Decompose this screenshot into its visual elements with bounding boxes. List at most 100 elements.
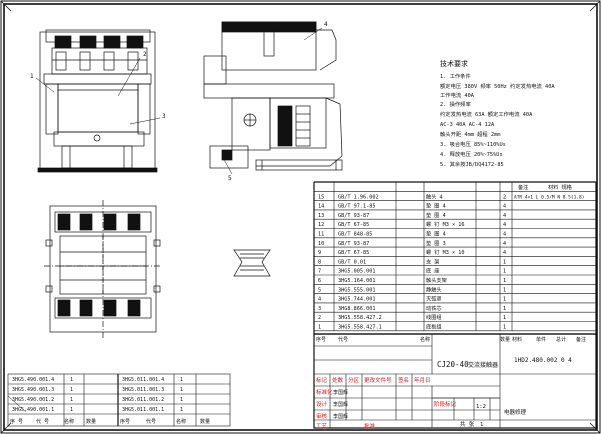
- title-red-label: 审核: [316, 412, 328, 420]
- parts-row-no: 8: [318, 259, 321, 265]
- left-table-footer: 名称: [64, 418, 74, 425]
- parts-footer-col: 总计: [556, 336, 566, 343]
- title-red-label: 分区: [348, 376, 360, 384]
- parts-row-name: 线圈组: [426, 313, 442, 321]
- parts-row-name: 垫 圈 4: [426, 202, 446, 210]
- parts-row-name: 底板组: [426, 323, 442, 331]
- balloon-5: 5: [228, 175, 232, 182]
- parts-row-name: 触头支架: [426, 276, 447, 284]
- left-table-footer: 代 号: [36, 418, 49, 425]
- scale-value: 1:2: [476, 404, 486, 410]
- product-desc: 交流接触器: [468, 361, 498, 369]
- parts-row-code: GB/T 67-85: [338, 222, 369, 228]
- parts-row-qty: 4: [503, 222, 506, 228]
- parts-row-name: 支 架: [426, 257, 440, 265]
- parts-row-qty: 1: [503, 297, 506, 303]
- parts-footer-col: 名称: [420, 336, 430, 343]
- left-table-qty: 1: [70, 407, 73, 413]
- parts-row-qty: 4: [503, 241, 506, 247]
- left-table-qty: 1: [180, 377, 183, 383]
- technical-notes: 技术要求 1. 工作条件 额定电压 380V 频率 50Hz 约定发热电流 40…: [440, 59, 555, 168]
- title-red-label: 标准化: [316, 388, 333, 396]
- parts-row-name: 触头 4: [426, 192, 443, 200]
- parts-row-name: 垫 圈 4: [426, 211, 446, 219]
- parts-row-no: 7: [318, 269, 321, 275]
- corner-mark-tr: [589, 0, 601, 12]
- left-table-code: 3HG5.011.001.2: [122, 397, 164, 403]
- note-line-5: 约定发热电流 63A 额定工作电流 40A: [440, 110, 533, 118]
- left-table-footer: 代号: [146, 418, 156, 425]
- sheet-number: 1: [480, 422, 483, 428]
- parts-row-qty: 1: [503, 287, 506, 293]
- parts-row-no: 4: [318, 297, 321, 303]
- left-table-qty: 1: [70, 387, 73, 393]
- parts-row-no: 2: [318, 315, 321, 321]
- left-table-code: 3HG5.011.001.3: [122, 387, 164, 393]
- parts-row-code: GB/T 93-87: [338, 241, 369, 247]
- title-name: 李国辉: [333, 413, 348, 420]
- note-line-4: 2. 操作频率: [440, 100, 471, 108]
- parts-row-code: 3HG5.005.001: [338, 269, 375, 275]
- title-red-label: 工艺: [316, 423, 328, 430]
- parts-row-no: 5: [318, 287, 321, 293]
- side-view: [203, 21, 343, 171]
- parts-row-name: 螺 钉 M3 × 10: [426, 248, 464, 256]
- parts-row-code: GB/T 97.1-85: [338, 204, 375, 210]
- parts-row-name: 静触头: [426, 285, 442, 293]
- parts-row-code: GB/T 1.96.002: [338, 194, 379, 200]
- parts-row-qty: 4: [503, 232, 506, 238]
- title-red-label: 阶段标记: [434, 400, 457, 408]
- title-block: CJ20-40 交流接触器 1HD2.480.002 0 4 1:2 1 共 张…: [313, 333, 597, 430]
- corner-mark-tl: [0, 0, 12, 12]
- balloon-3: 3: [162, 113, 166, 120]
- title-name: 李国辉: [333, 401, 348, 408]
- note-line-9: 4. 释放电压 20%~75%Us: [440, 150, 503, 158]
- company-name: 电器修理: [504, 408, 527, 416]
- parts-top-header: 材料 规格: [548, 183, 573, 191]
- left-table-footer: 序号: [120, 418, 130, 425]
- parts-footer-col: 序号: [316, 336, 326, 343]
- parts-row-name: 垫 圈 3: [426, 239, 446, 247]
- parts-row-no: 10: [318, 241, 324, 247]
- parts-row-qty: 4: [503, 204, 506, 210]
- parts-row-no: 6: [318, 278, 321, 284]
- parts-row-code: 3HG5.558.427.1: [338, 325, 382, 331]
- note-line-8: 3. 吸合电压 85%~110%Us: [440, 140, 506, 148]
- parts-footer-col: 材料: [512, 336, 522, 343]
- note-line-10: 5. 其余按JB/DQ4172-85: [440, 160, 504, 168]
- parts-row-code: GB/T 93-87: [338, 213, 369, 219]
- parts-row-no: 14: [318, 204, 324, 210]
- left-table-qty: 1: [70, 397, 73, 403]
- left-table-code: 3HG5.490.001.2: [12, 397, 54, 403]
- inner-border: [3, 3, 598, 431]
- balloon-4: 4: [324, 21, 328, 28]
- left-table-code: 3HG5.011.001.4: [122, 377, 164, 383]
- parts-row-name: 灭弧罩: [426, 295, 442, 303]
- parts-row-no: 3: [318, 306, 321, 312]
- parts-row-code: GB/T 848-85: [338, 232, 372, 238]
- plan-view: [44, 200, 162, 338]
- title-name: 李国辉: [333, 389, 348, 396]
- parts-row-name: 垫 圈 4: [426, 230, 446, 238]
- left-table-qty: 1: [180, 407, 183, 413]
- product-name: CJ20-40: [437, 360, 469, 369]
- parts-top-header: 备注: [518, 183, 528, 191]
- parts-row-no: 1: [318, 325, 321, 331]
- left-table-code: 3HG5.011.001.1: [122, 407, 164, 413]
- parts-row-qty: 1: [503, 306, 506, 312]
- parts-footer-col: 备注: [576, 336, 586, 343]
- left-table-code: 3HG5.490.001.1: [12, 407, 54, 413]
- parts-row-qty: 1: [503, 269, 506, 275]
- drawing-number: 1HD2.480.002 0 4: [514, 357, 572, 364]
- note-line-6: AC-3 40A AC-4 12A: [440, 122, 495, 128]
- note-line-3: 工作电流 40A: [440, 91, 475, 99]
- title-red-label: 年月日: [414, 376, 431, 384]
- parts-row-qty: 4: [503, 250, 506, 256]
- front-view: [37, 29, 158, 173]
- left-table-qty: 1: [180, 397, 183, 403]
- note-line-7: 触头开距 4mm 超程 2mm: [440, 130, 500, 138]
